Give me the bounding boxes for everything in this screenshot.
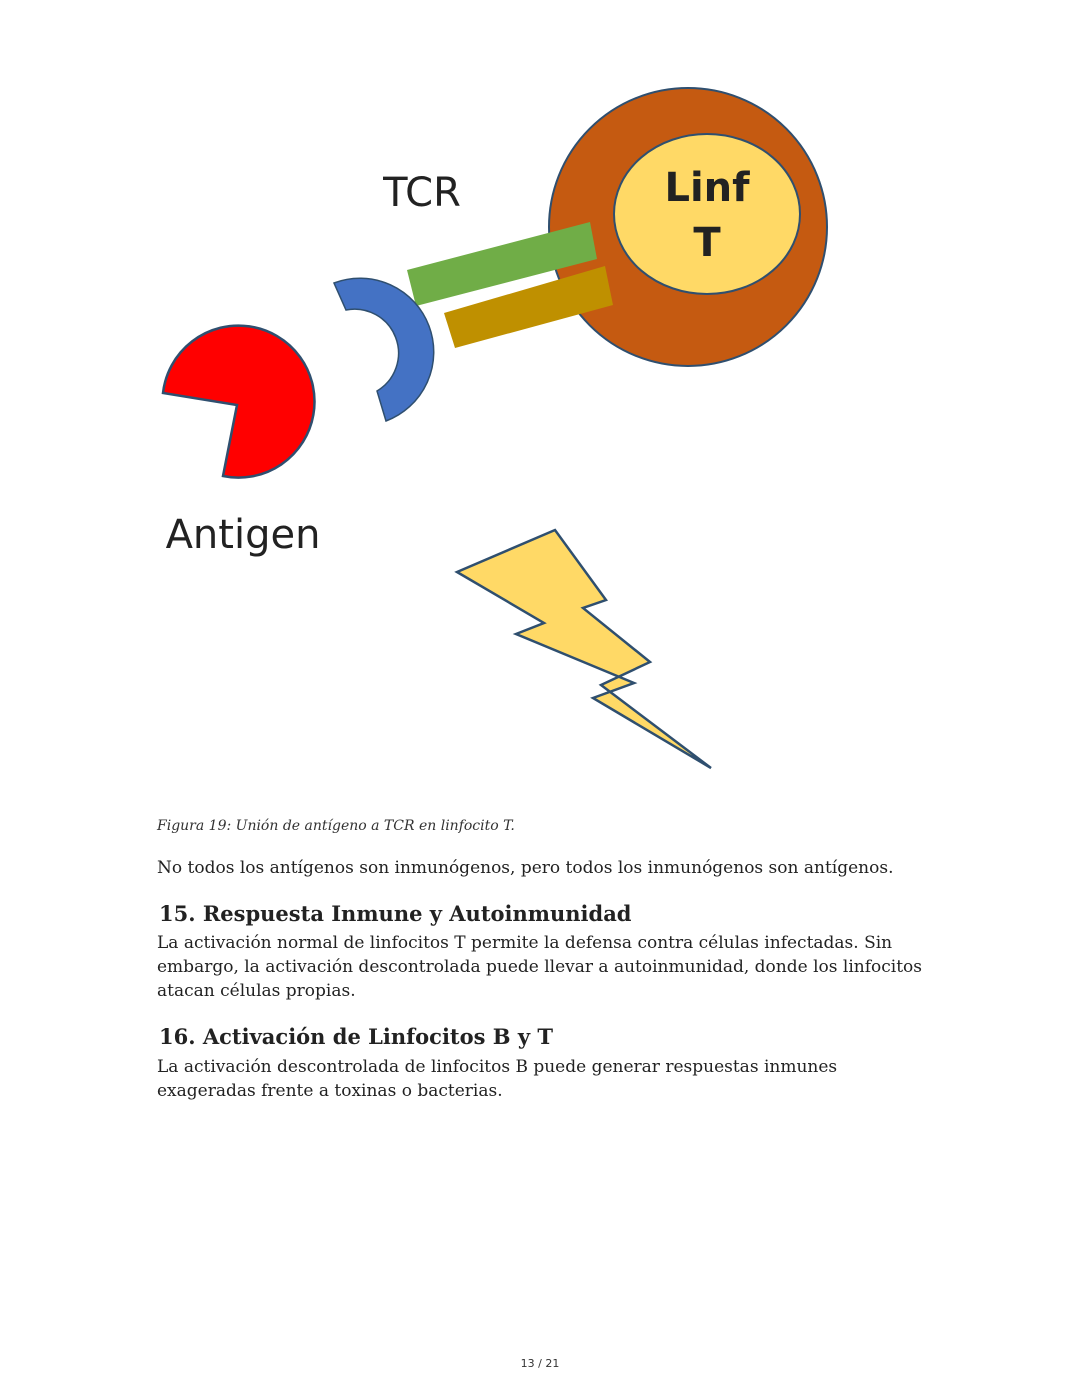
tcr-chain-green bbox=[407, 222, 597, 306]
cell-label-line1: Linf bbox=[664, 165, 750, 211]
section-16-body: La activación descontrolada de linfocito… bbox=[157, 1057, 838, 1101]
tcr-chain-gold bbox=[444, 266, 613, 348]
antigen-shape bbox=[161, 324, 316, 479]
lightning-bolt-icon bbox=[454, 528, 712, 770]
cell-label-line2: T bbox=[693, 220, 721, 266]
figure-caption: Figura 19: Unión de antígeno a TCR en li… bbox=[157, 818, 515, 834]
tcr-label: TCR bbox=[382, 170, 461, 216]
cell-nucleus bbox=[613, 133, 801, 295]
antigen-label: Antigen bbox=[166, 512, 321, 558]
tcr-binding-site bbox=[332, 277, 435, 422]
page-number: 13 / 21 bbox=[520, 1357, 560, 1370]
section-16-heading: 16. Activación de Linfocitos B y T bbox=[159, 1024, 553, 1049]
figure-19: TCR Linf T Antigen bbox=[161, 87, 828, 770]
intro-paragraph: No todos los antígenos son inmunógenos, … bbox=[157, 858, 894, 878]
tcr-diagram: TCR Linf T Antigen bbox=[161, 87, 828, 770]
section-15-heading: 15. Respuesta Inmune y Autoinmunidad bbox=[159, 901, 632, 926]
section-15-body: La activación normal de linfocitos T per… bbox=[157, 933, 922, 1001]
